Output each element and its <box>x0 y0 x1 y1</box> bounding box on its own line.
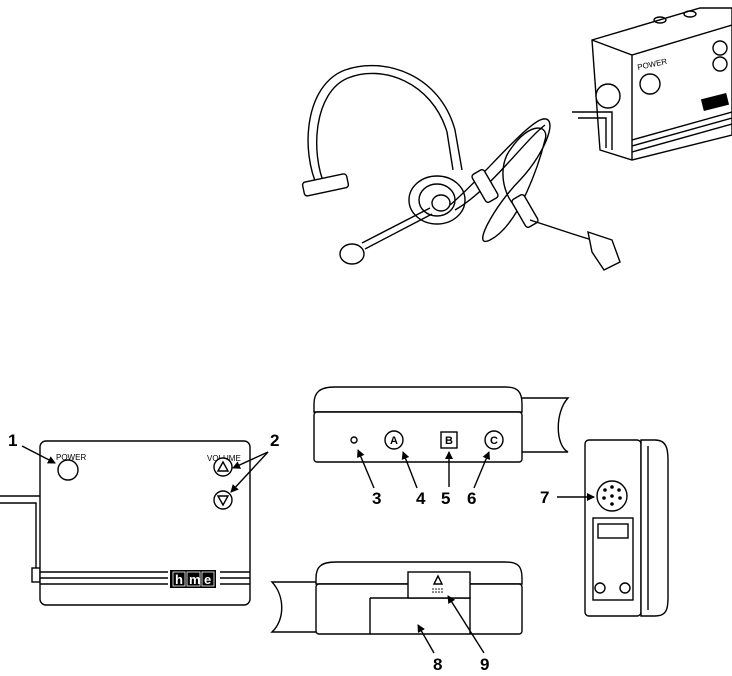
belt-pack-side-view <box>585 440 668 616</box>
callout-8: 8 <box>433 655 442 674</box>
belt-pack-top-view: A B C <box>314 387 568 462</box>
callout-5: 5 <box>441 489 450 508</box>
svg-text:e: e <box>204 572 211 587</box>
svg-text:m: m <box>189 572 201 587</box>
callout-2: 2 <box>270 431 279 450</box>
clothing-clip <box>471 169 499 204</box>
callout-3: 3 <box>372 489 381 508</box>
power-button <box>58 460 78 480</box>
belt-pack-3d-view: POWER <box>572 8 732 160</box>
callout-6: 6 <box>467 489 476 508</box>
headset-illustration <box>302 66 620 270</box>
callout-4: 4 <box>416 489 426 508</box>
svg-text:B: B <box>445 435 453 447</box>
bottom-view-clip <box>272 582 316 632</box>
microphone <box>340 244 364 264</box>
svg-text:A: A <box>390 435 398 447</box>
battery-latch <box>408 572 470 598</box>
callout-9: 9 <box>480 655 489 674</box>
headset-plug <box>588 232 620 270</box>
headband-pad <box>302 173 349 196</box>
belt-pack-bottom-view <box>272 562 522 634</box>
clothing-clip <box>511 194 539 229</box>
hme-logo: h m e <box>170 570 216 588</box>
callout-7: 7 <box>540 488 549 507</box>
svg-text:h: h <box>175 572 183 587</box>
svg-text:C: C <box>490 435 498 447</box>
belt-pack-front-view: h m e POWER VOLUME <box>0 441 250 605</box>
top-view-clip <box>520 398 568 452</box>
callout-1: 1 <box>8 431 17 450</box>
